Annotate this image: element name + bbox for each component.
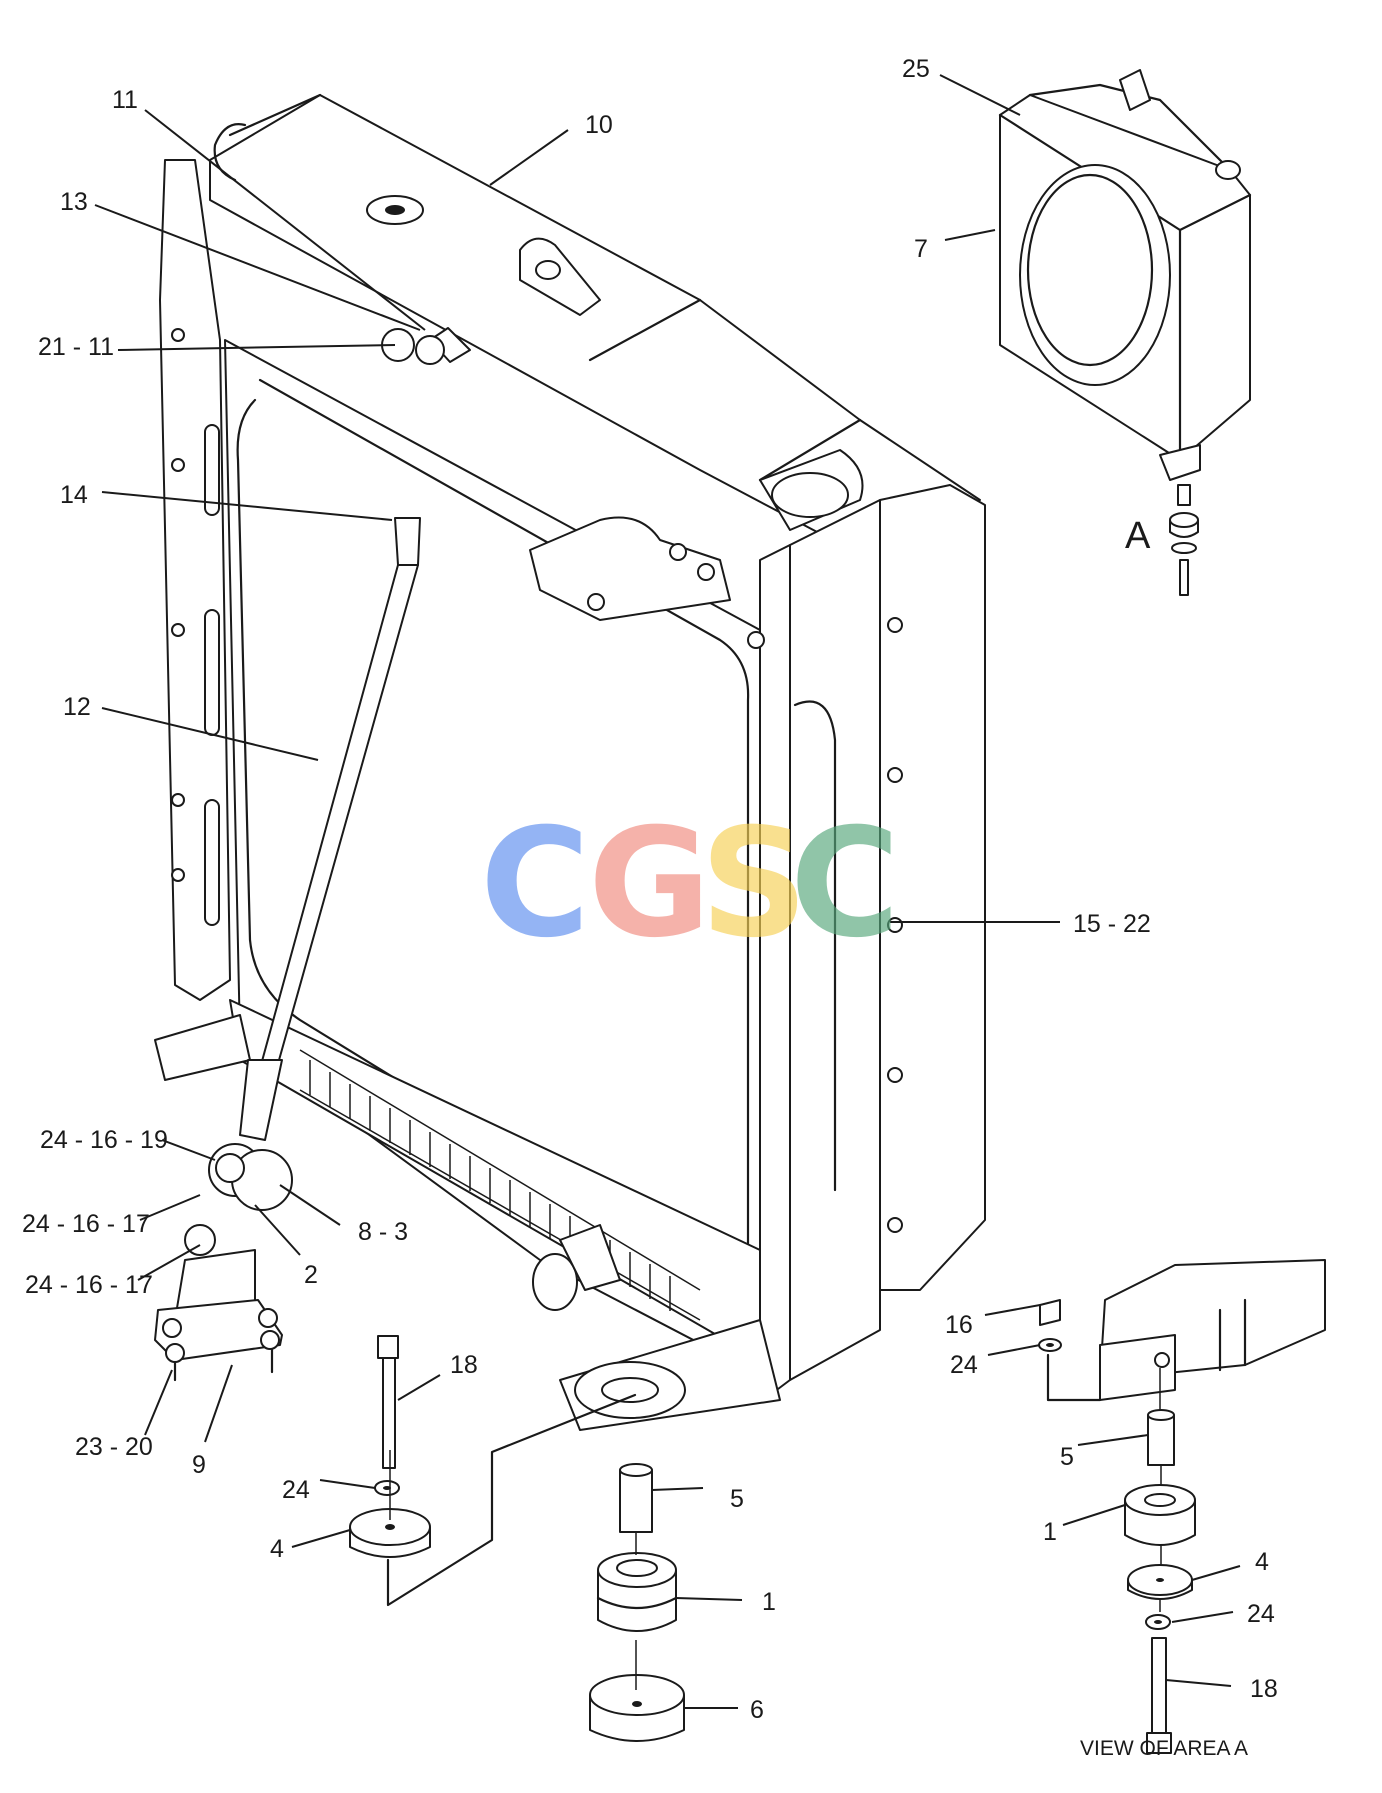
watermark-letter-c2: C (790, 797, 900, 971)
callout-23-20: 23 - 20 (75, 1433, 153, 1461)
callout-24-center: 24 (282, 1476, 310, 1504)
callout-25: 25 (902, 55, 930, 83)
callout-14: 14 (60, 481, 88, 509)
callout-18-right: 18 (1250, 1675, 1278, 1703)
callout-10: 10 (585, 111, 613, 139)
cgsc-watermark: C G S C (480, 797, 900, 971)
callout-1-center: 1 (762, 1588, 776, 1616)
callout-11: 11 (112, 86, 138, 114)
callout-labels: 25 11 10 13 7 21 - 11 14 12 15 - 22 24 -… (22, 55, 1278, 1760)
callout-5-center: 5 (730, 1485, 744, 1513)
reference-view (998, 69, 1252, 596)
stay-rod (239, 327, 471, 1141)
view-a-label: A (1125, 515, 1151, 557)
callout-9: 9 (192, 1451, 206, 1479)
callout-24-right-lower: 24 (1247, 1600, 1275, 1628)
callout-18-center: 18 (450, 1351, 478, 1379)
callout-4-center: 4 (270, 1535, 284, 1563)
callout-24-16-17-upper: 24 - 16 - 17 (22, 1210, 150, 1238)
callout-24-16-19: 24 - 16 - 19 (40, 1126, 168, 1154)
view-a-detail (1038, 1259, 1326, 1754)
callout-16: 16 (945, 1311, 973, 1339)
callout-2: 2 (304, 1261, 318, 1289)
watermark-letter-c1: C (480, 797, 590, 971)
mount-stack-center (349, 1335, 685, 1742)
callout-21-11: 21 - 11 (38, 333, 114, 361)
callout-1-right: 1 (1043, 1518, 1057, 1546)
callout-13: 13 (60, 188, 88, 216)
callout-7: 7 (914, 235, 928, 263)
watermark-letter-g: G (588, 797, 711, 971)
callout-12: 12 (63, 693, 91, 721)
callout-5-right: 5 (1060, 1443, 1074, 1471)
lower-bracket (154, 1143, 293, 1382)
callout-4-right: 4 (1255, 1548, 1269, 1576)
radiator-assembly (154, 93, 986, 1431)
callout-24-right-upper: 24 (950, 1351, 978, 1379)
callout-8-3: 8 - 3 (358, 1218, 408, 1246)
view-of-area-a-caption: VIEW OF AREA A (1080, 1737, 1248, 1760)
leader-lines (94, 74, 1241, 1709)
watermark-letter-s: S (700, 797, 808, 971)
callout-15-22: 15 - 22 (1073, 910, 1151, 938)
callout-6: 6 (750, 1696, 764, 1724)
callout-24-16-17-lower: 24 - 16 - 17 (25, 1271, 153, 1299)
